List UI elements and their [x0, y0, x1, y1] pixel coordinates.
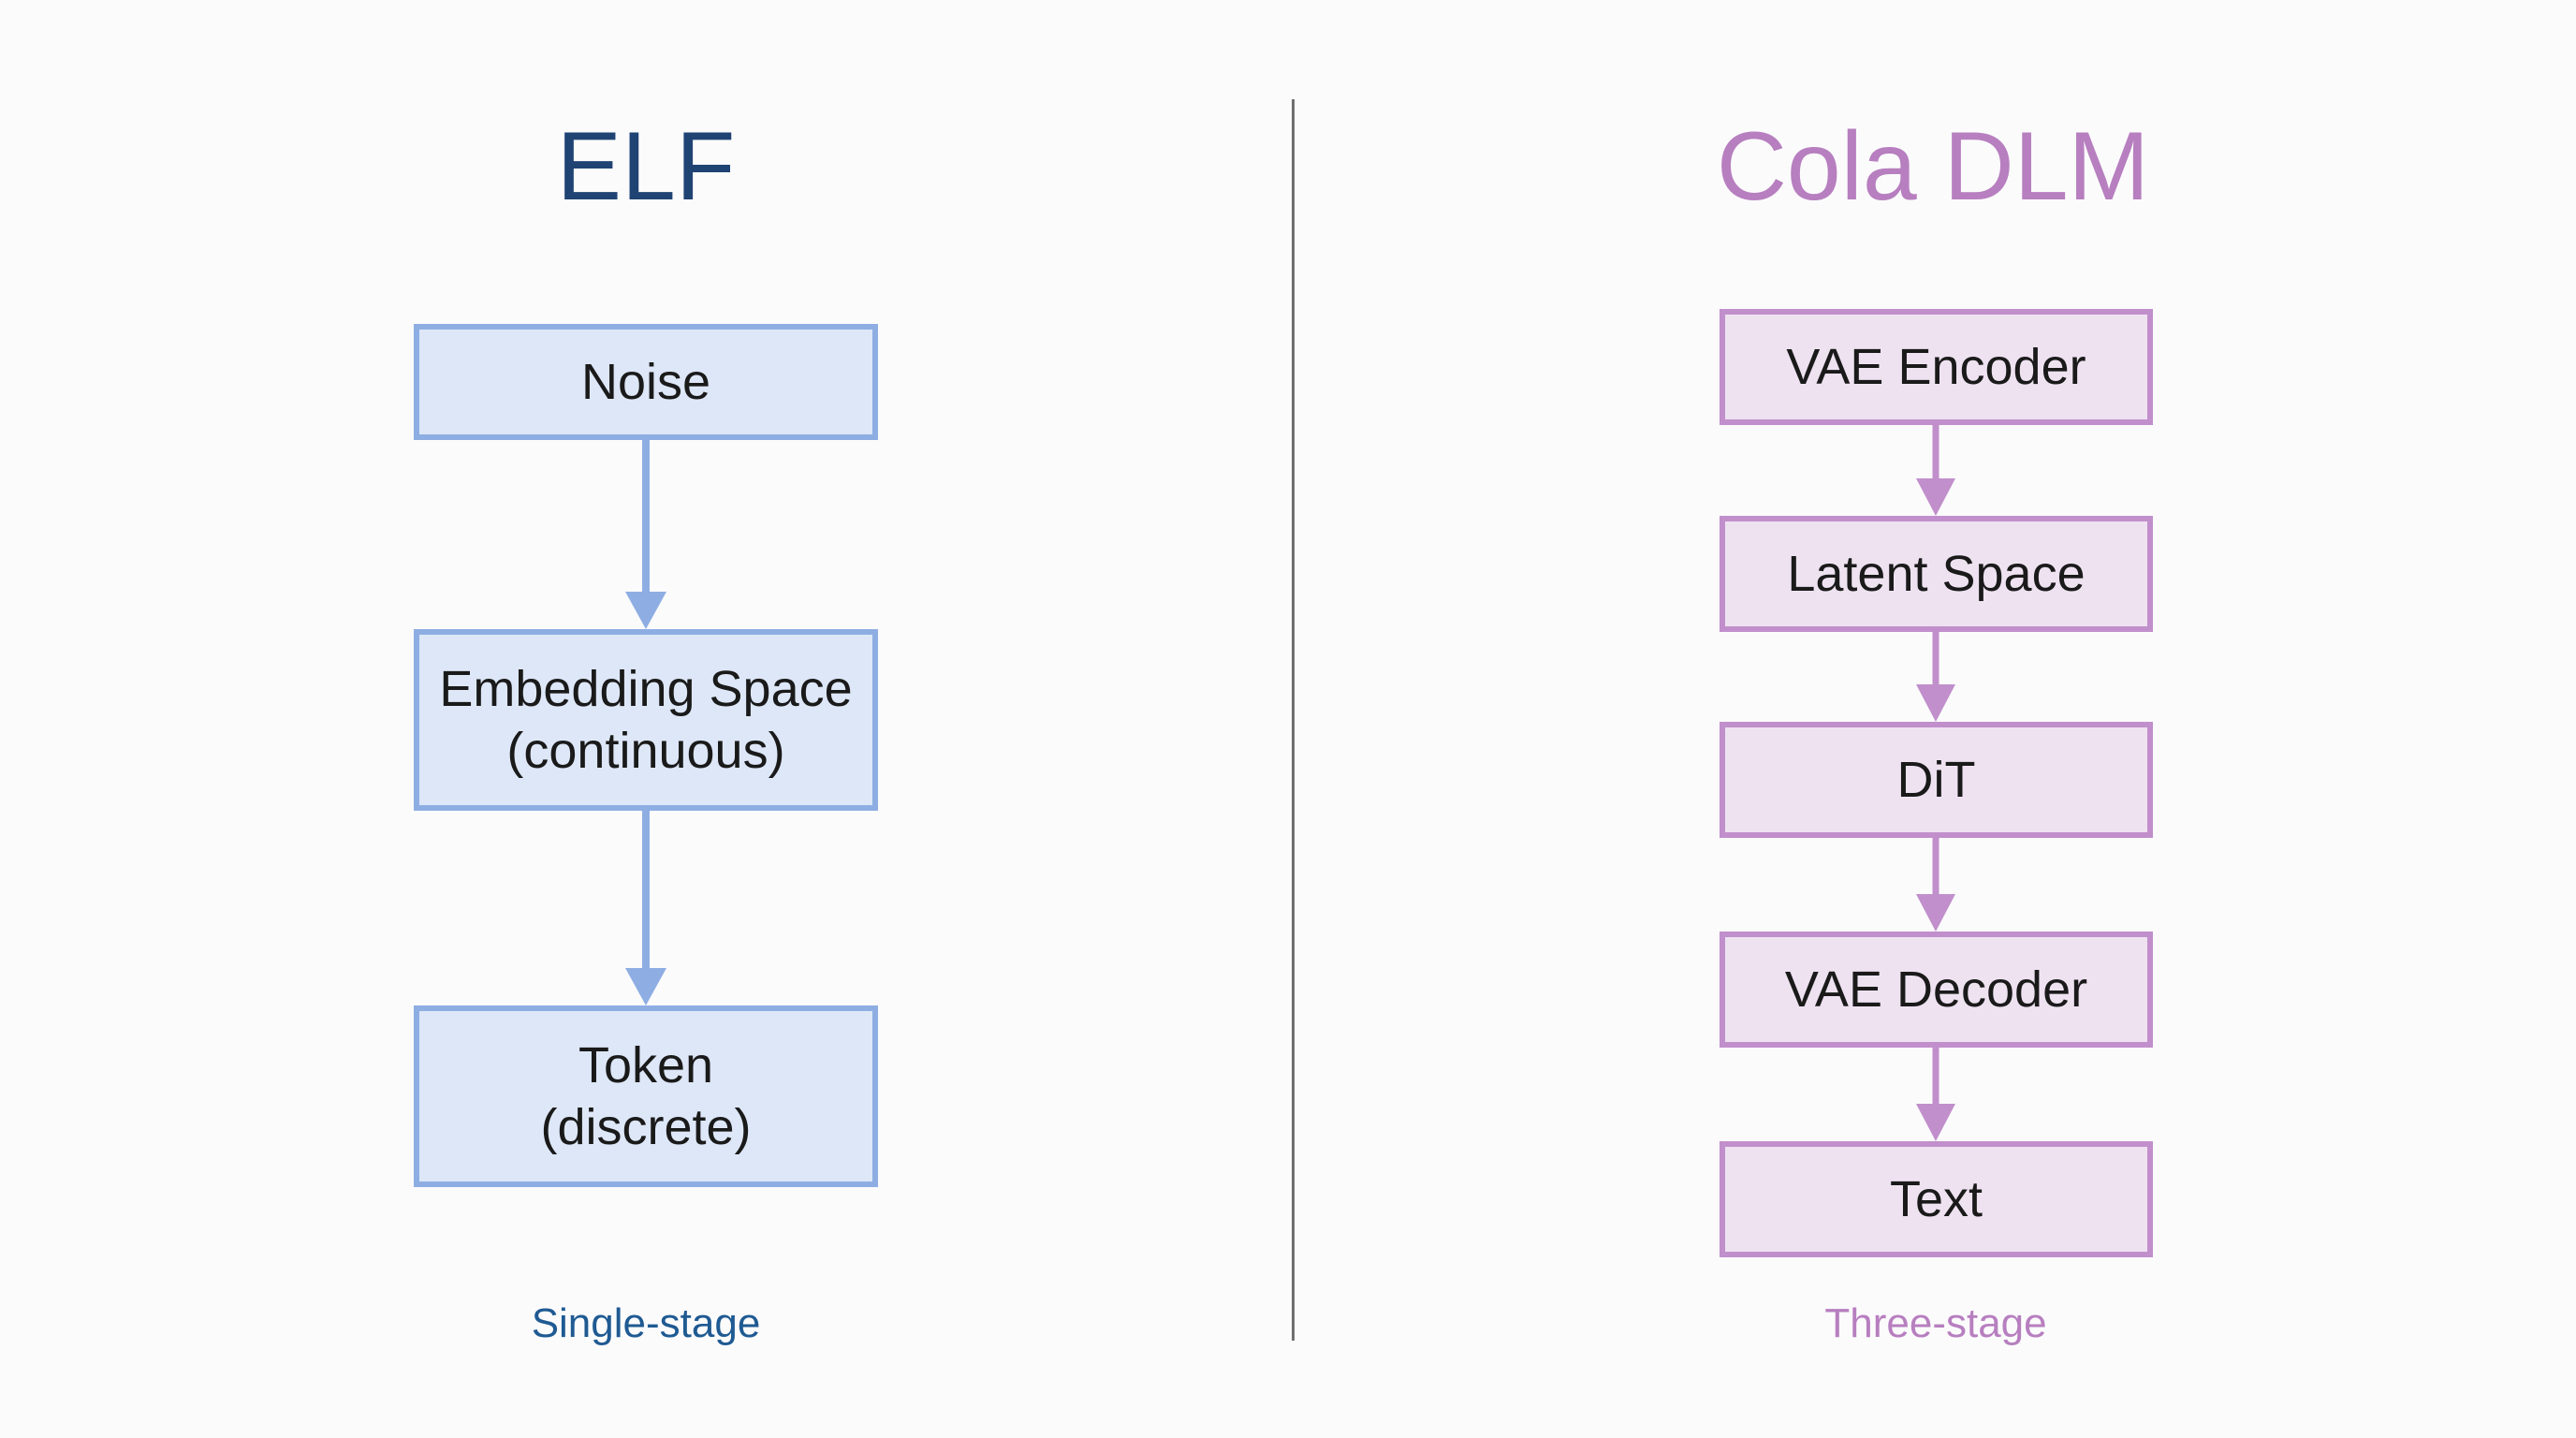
cola-box-text: Text: [1720, 1141, 2153, 1257]
cola-box-vae-encoder-label: VAE Encoder: [1786, 339, 2086, 395]
elf-box-embedding-sublabel: (continuous): [506, 723, 785, 779]
elf-box-noise: Noise: [414, 324, 878, 440]
elf-box-token: Token (discrete): [414, 1005, 878, 1187]
elf-box-embedding-label: Embedding Space: [439, 661, 853, 717]
elf-box-token-label: Token: [578, 1037, 714, 1093]
panel-divider: [1292, 99, 1295, 1341]
cola-title: Cola DLM: [1716, 112, 2150, 221]
cola-caption: Three-stage: [1824, 1300, 2047, 1346]
elf-caption: Single-stage: [531, 1300, 761, 1346]
cola-arrow-decoder-to-text: [1916, 1048, 1955, 1141]
cola-box-dit-label: DiT: [1896, 752, 1976, 808]
cola-box-vae-decoder-label: VAE Decoder: [1784, 961, 2088, 1018]
elf-arrow-noise-to-embedding: [625, 440, 666, 629]
cola-arrow-dit-to-decoder: [1916, 838, 1955, 932]
cola-box-dit: DiT: [1720, 722, 2153, 838]
cola-arrow-encoder-to-latent: [1916, 425, 1955, 516]
elf-title: ELF: [556, 112, 736, 221]
elf-box-embedding-space: Embedding Space (continuous): [414, 629, 878, 811]
cola-box-text-label: Text: [1889, 1171, 1983, 1227]
elf-box-noise-label: Noise: [580, 354, 711, 410]
elf-arrow-embedding-to-token: [625, 811, 666, 1005]
cola-box-latent-space-label: Latent Space: [1787, 546, 2086, 602]
cola-arrow-latent-to-dit: [1916, 632, 1955, 722]
cola-box-vae-decoder: VAE Decoder: [1720, 932, 2153, 1048]
elf-box-token-sublabel: (discrete): [540, 1099, 752, 1155]
cola-box-vae-encoder: VAE Encoder: [1720, 309, 2153, 425]
cola-box-latent-space: Latent Space: [1720, 516, 2153, 632]
